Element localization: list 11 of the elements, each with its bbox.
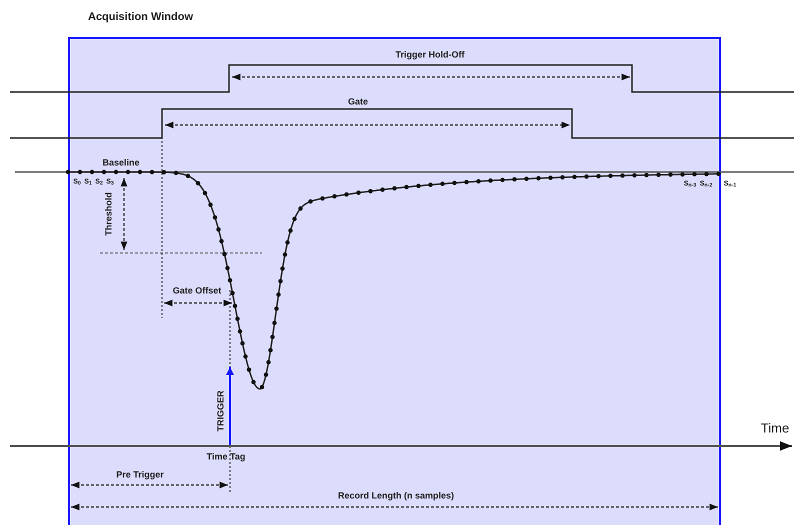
signal-label: Gate xyxy=(348,98,368,106)
time-tag-label: Time Tag xyxy=(206,452,246,462)
axis-label: Time xyxy=(760,422,790,434)
window-title: Acquisition Window xyxy=(88,10,193,25)
threshold-label: Threshold xyxy=(104,192,114,236)
baseline-label: Baseline xyxy=(102,158,140,168)
signal-label: Trigger Hold-Off xyxy=(396,50,464,60)
trigger-label: TRIGGER xyxy=(216,390,226,432)
gate-offset-label: Gate Offset xyxy=(172,286,222,296)
pre-trigger-label: Pre Trigger xyxy=(116,470,164,480)
record-length-label: Record Length (n samples) xyxy=(338,492,454,500)
